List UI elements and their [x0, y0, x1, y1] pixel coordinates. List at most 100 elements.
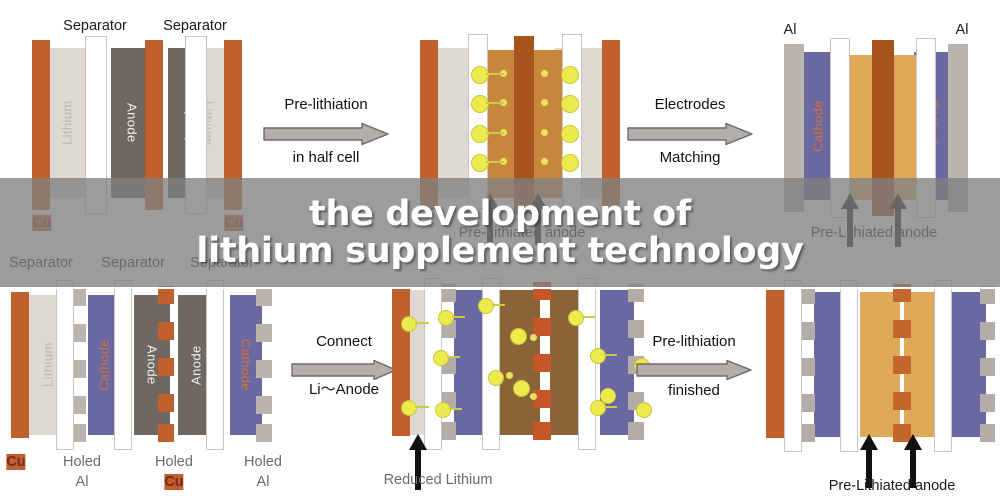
bottom-arrow-connect: Connect Li～Anode: [290, 333, 398, 398]
bottom-arrow-2-top-label: Pre-lithiation: [652, 333, 736, 350]
top-panel-1-lithium-left: Lithium: [44, 48, 90, 198]
li-ion-trail: [604, 406, 617, 408]
top-panel-3-cu-collector-center: [872, 40, 894, 216]
top-arrow-2-top-label: Electrodes: [654, 96, 726, 113]
top-panel-1-cu-collector-2: [145, 40, 163, 210]
bottom-panel-2-holed-cu: [533, 282, 551, 440]
top-panel-1-cu-collector-3: [224, 40, 242, 210]
li-ion: [471, 95, 489, 113]
top-panel-3-al-label-left: Al: [783, 22, 797, 38]
li-ion: [561, 95, 579, 113]
overlay-line-1: the development of: [309, 194, 691, 235]
arrow-right-icon: [636, 359, 752, 381]
li-ion: [510, 328, 527, 345]
li-ion-trail: [486, 161, 504, 163]
bottom-panel-2: Reduced Lithium: [378, 250, 668, 500]
top-arrow-2-bottom-label: Matching: [659, 149, 721, 166]
bottom-panel-1-holed-cu-label-line2: Cu: [164, 474, 184, 490]
li-ion-small: [530, 393, 537, 400]
bottom-panel-1-cu-label: Cu: [6, 454, 26, 470]
top-panel-1-cu-collector-1: [32, 40, 50, 210]
top-arrow-prelithiation: Pre-lithiation in half cell: [262, 96, 390, 166]
li-ion-small: [530, 334, 537, 341]
li-ion: [513, 380, 530, 397]
li-ion: [561, 154, 579, 172]
arrow-right-icon: [263, 122, 389, 146]
bottom-panel-3: Pre-Lithiated anode: [752, 250, 1000, 500]
top-panel-3-al-collector-right: [948, 44, 968, 212]
bottom-panel-1-separator-3: [206, 280, 224, 450]
li-ion-trail: [447, 356, 460, 358]
li-ion-trail: [452, 316, 465, 318]
li-ion: [471, 154, 489, 172]
bottom-panel-1-holed-cu-label-line1: Holed: [155, 454, 193, 470]
li-ion-small: [541, 158, 548, 165]
li-ion: [471, 66, 489, 84]
li-ion: [568, 310, 584, 326]
li-ion-trail: [486, 73, 504, 75]
bottom-panel-3-holed-cu: [893, 284, 911, 442]
bottom-panel-1-holed-al-label-2-line2: Al: [256, 474, 270, 490]
li-ion: [401, 400, 417, 416]
li-ion: [471, 125, 489, 143]
top-panel-2-cu-collector-2: [514, 36, 534, 214]
bottom-arrow-prelithiation-finished: Pre-lithiation finished: [635, 333, 753, 399]
top-arrow-1-bottom-label: in half cell: [292, 149, 360, 166]
top-panel-2-cu-collector-1: [420, 40, 438, 210]
li-ion-trail: [486, 102, 504, 104]
li-ion: [488, 370, 504, 386]
bottom-panel-1-holed-al-1: [70, 288, 86, 442]
li-ion: [590, 348, 606, 364]
bottom-panel-3-holed-al-2: [980, 286, 995, 442]
arrow-right-icon: [291, 359, 397, 381]
top-panel-1-separator-label-2: Separator: [163, 18, 227, 34]
bottom-panel-3-separator-3: [934, 280, 952, 452]
bottom-arrow-1-top-label: Connect: [316, 333, 372, 350]
bottom-arrow-2-bottom-label: finished: [668, 382, 720, 399]
top-panel-3-al-collector-left: [784, 44, 804, 212]
top-arrow-1-top-label: Pre-lithiation: [284, 96, 368, 113]
bottom-panel-3-holed-al-1: [800, 286, 815, 442]
bottom-panel-1-holed-al-label-2-line1: Holed: [244, 454, 282, 470]
top-panel-3-al-label-right: Al: [955, 22, 969, 38]
bottom-panel-1-holed-al-label-1-line2: Al: [75, 474, 89, 490]
bottom-panel-1-holed-al-2: [256, 288, 272, 442]
li-ion: [401, 316, 417, 332]
li-ion: [435, 402, 451, 418]
row-divider: [0, 287, 1000, 289]
bottom-panel-1-separator-1: [56, 280, 74, 450]
top-panel-2-cu-collector-3: [602, 40, 620, 210]
bottom-panel-3-separator-1: [784, 280, 802, 452]
bottom-panel-3-cu-collector: [766, 290, 784, 438]
li-ion: [590, 400, 606, 416]
bottom-panel-3-separator-2: [840, 280, 858, 452]
li-ion: [561, 66, 579, 84]
li-ion-trail: [492, 304, 505, 306]
li-ion-trail: [449, 408, 462, 410]
li-ion: [561, 125, 579, 143]
top-arrow-electrodes-matching: Electrodes Matching: [626, 96, 754, 166]
top-panel-2: Pre-Lithiated anode: [390, 0, 650, 250]
li-ion-small: [541, 70, 548, 77]
li-ion: [636, 402, 652, 418]
bottom-panel-2-separator-3: [578, 278, 596, 450]
li-ion: [433, 350, 449, 366]
bottom-panel-3-pointers: [860, 434, 922, 488]
overlay-caption-banner: the development of lithium supplement te…: [0, 178, 1000, 287]
bottom-panel-2-pointer: [409, 434, 427, 490]
arrow-right-icon: [627, 122, 753, 146]
bottom-panel-1-cu-collector: [11, 292, 29, 438]
li-ion-small: [506, 372, 513, 379]
bottom-panel-1-holed-al-label-1-line1: Holed: [63, 454, 101, 470]
overlay-line-2: lithium supplement technology: [196, 230, 804, 271]
bottom-panel-1-holed-cu: [158, 286, 174, 442]
li-ion-small: [541, 99, 548, 106]
li-ion-trail: [604, 354, 617, 356]
top-panel-1-separator-label-1: Separator: [63, 18, 127, 34]
top-panel-1-lithium-left-label: Lithium: [59, 100, 75, 146]
li-ion: [600, 388, 616, 404]
bottom-panel-3-caption: Pre-Lithiated anode: [828, 478, 956, 494]
li-ion-trail: [415, 322, 429, 324]
li-ion-trail: [486, 132, 504, 134]
